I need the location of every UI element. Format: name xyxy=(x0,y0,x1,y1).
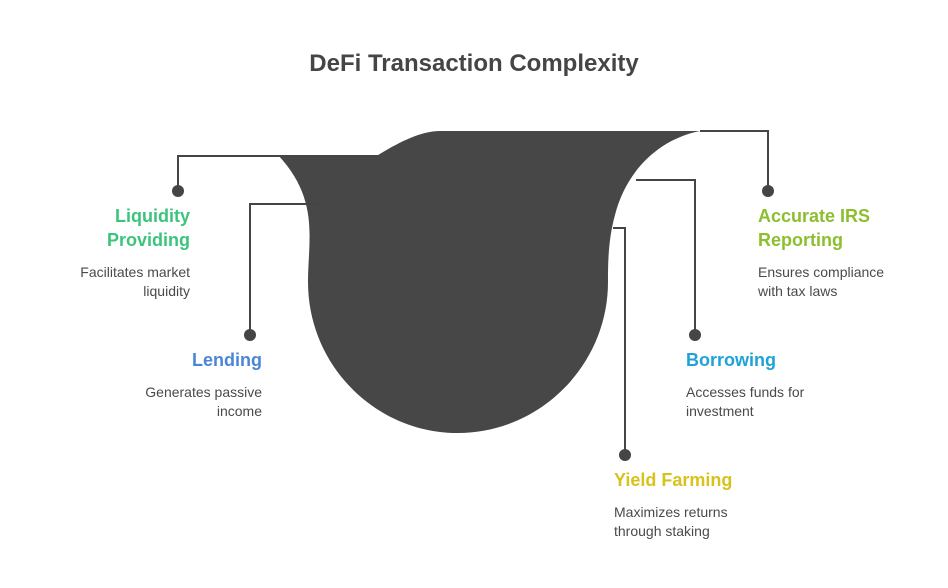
desc-liquidity-line-2: liquidity xyxy=(143,283,190,299)
label-irs-line-1: Accurate IRS xyxy=(758,206,871,226)
connector-borrowing xyxy=(636,179,696,330)
connector-dot-liquidity xyxy=(172,185,184,197)
desc-accurate-irs-reporting: Ensures compliance with tax laws xyxy=(758,263,884,301)
connector-dot-irs xyxy=(762,185,774,197)
desc-borrowing-line-2: investment xyxy=(686,403,754,419)
desc-lending-line-1: Generates passive xyxy=(145,384,262,400)
connector-dot-yield xyxy=(619,449,631,461)
connector-liquidity xyxy=(177,155,378,186)
label-yield-farming: Yield Farming xyxy=(614,468,732,492)
connector-yield xyxy=(613,227,626,450)
desc-irs-line-1: Ensures compliance xyxy=(758,264,885,280)
diagram-title: DeFi Transaction Complexity xyxy=(309,50,639,77)
label-borrowing-line-1: Borrowing xyxy=(686,350,776,370)
desc-irs-line-2: with tax laws xyxy=(758,283,838,299)
label-liquidity-providing: Liquidity Providing xyxy=(107,204,190,252)
connector-dot-borrowing xyxy=(689,329,701,341)
desc-lending: Generates passive income xyxy=(145,383,262,421)
label-lending: Lending xyxy=(192,348,262,372)
desc-liquidity-line-1: Facilitates market xyxy=(80,264,190,280)
desc-yield-farming: Maximizes returns through staking xyxy=(614,503,728,541)
label-irs-line-2: Reporting xyxy=(758,230,843,250)
desc-borrowing-line-1: Accesses funds for xyxy=(686,384,805,400)
desc-liquidity-providing: Facilitates market liquidity xyxy=(80,263,190,301)
label-accurate-irs-reporting: Accurate IRS Reporting xyxy=(758,204,870,252)
connector-dot-lending xyxy=(244,329,256,341)
label-liquidity-line-1: Liquidity xyxy=(115,206,190,226)
desc-yield-line-2: through staking xyxy=(614,523,710,539)
label-lending-line-1: Lending xyxy=(192,350,262,370)
label-liquidity-line-2: Providing xyxy=(106,230,190,250)
connector-irs xyxy=(700,130,769,186)
label-borrowing: Borrowing xyxy=(686,348,776,372)
funnel-shape xyxy=(278,131,700,433)
connector-lending xyxy=(249,203,318,330)
desc-lending-line-2: income xyxy=(216,403,262,419)
desc-borrowing: Accesses funds for investment xyxy=(686,383,804,421)
desc-yield-line-1: Maximizes returns xyxy=(614,504,728,520)
label-yield-line-1: Yield Farming xyxy=(614,470,733,490)
